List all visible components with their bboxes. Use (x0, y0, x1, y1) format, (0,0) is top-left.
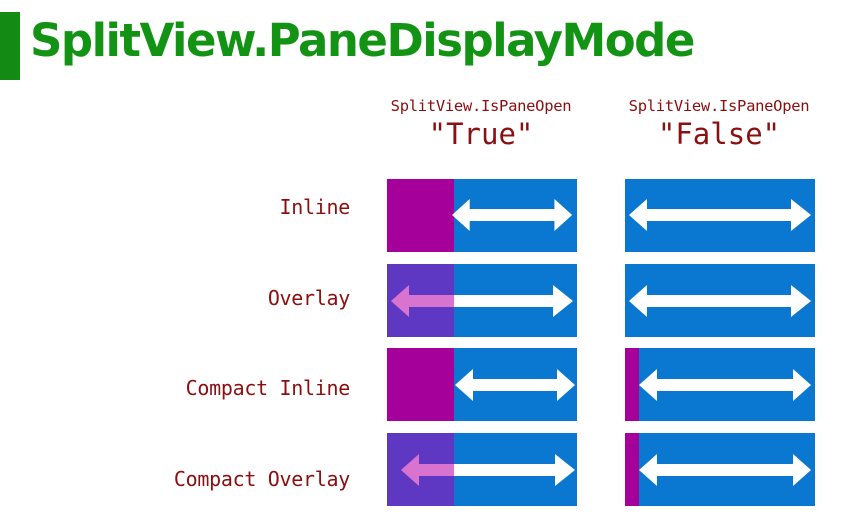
pane-inline (387, 348, 454, 421)
inline-open-tile (387, 179, 577, 252)
overlay-left-arrow-icon (391, 285, 454, 317)
overlay-left-arrow-icon (401, 454, 454, 486)
row-label-compact-overlay: Compact Overlay (173, 467, 350, 491)
double-arrow-icon (639, 454, 811, 486)
double-arrow-icon (391, 285, 573, 317)
pane-compact-strip (625, 348, 639, 421)
pane-inline (387, 179, 454, 252)
column-property-label: SplitView.IsPaneOpen (390, 97, 572, 115)
slide-title: SplitView.PaneDisplayMode (30, 14, 695, 67)
row-label-inline: Inline (279, 195, 351, 219)
overlay-open-tile (387, 264, 577, 337)
column-header-false: SplitView.IsPaneOpen "False" (609, 97, 829, 151)
compact-inline-closed-tile (625, 348, 815, 421)
double-arrow-icon (455, 369, 575, 401)
compact-inline-open-tile (387, 348, 577, 421)
column-value-label: "True" (428, 117, 534, 151)
column-property-label: SplitView.IsPaneOpen (628, 97, 810, 115)
double-arrow-icon (401, 454, 575, 486)
row-label-compact-inline: Compact Inline (185, 376, 351, 400)
column-header-true: SplitView.IsPaneOpen "True" (371, 97, 591, 151)
double-arrow-icon (629, 199, 811, 231)
compact-overlay-closed-tile (625, 433, 815, 506)
title-accent-bar (0, 12, 20, 80)
column-value-label: "False" (657, 117, 781, 151)
double-arrow-icon (629, 285, 811, 317)
inline-closed-tile (625, 179, 815, 252)
double-arrow-icon (451, 199, 573, 231)
pane-compact-strip (625, 433, 639, 506)
compact-overlay-open-tile (387, 433, 577, 506)
row-label-overlay: Overlay (267, 286, 350, 310)
double-arrow-icon (639, 369, 811, 401)
overlay-closed-tile (625, 264, 815, 337)
